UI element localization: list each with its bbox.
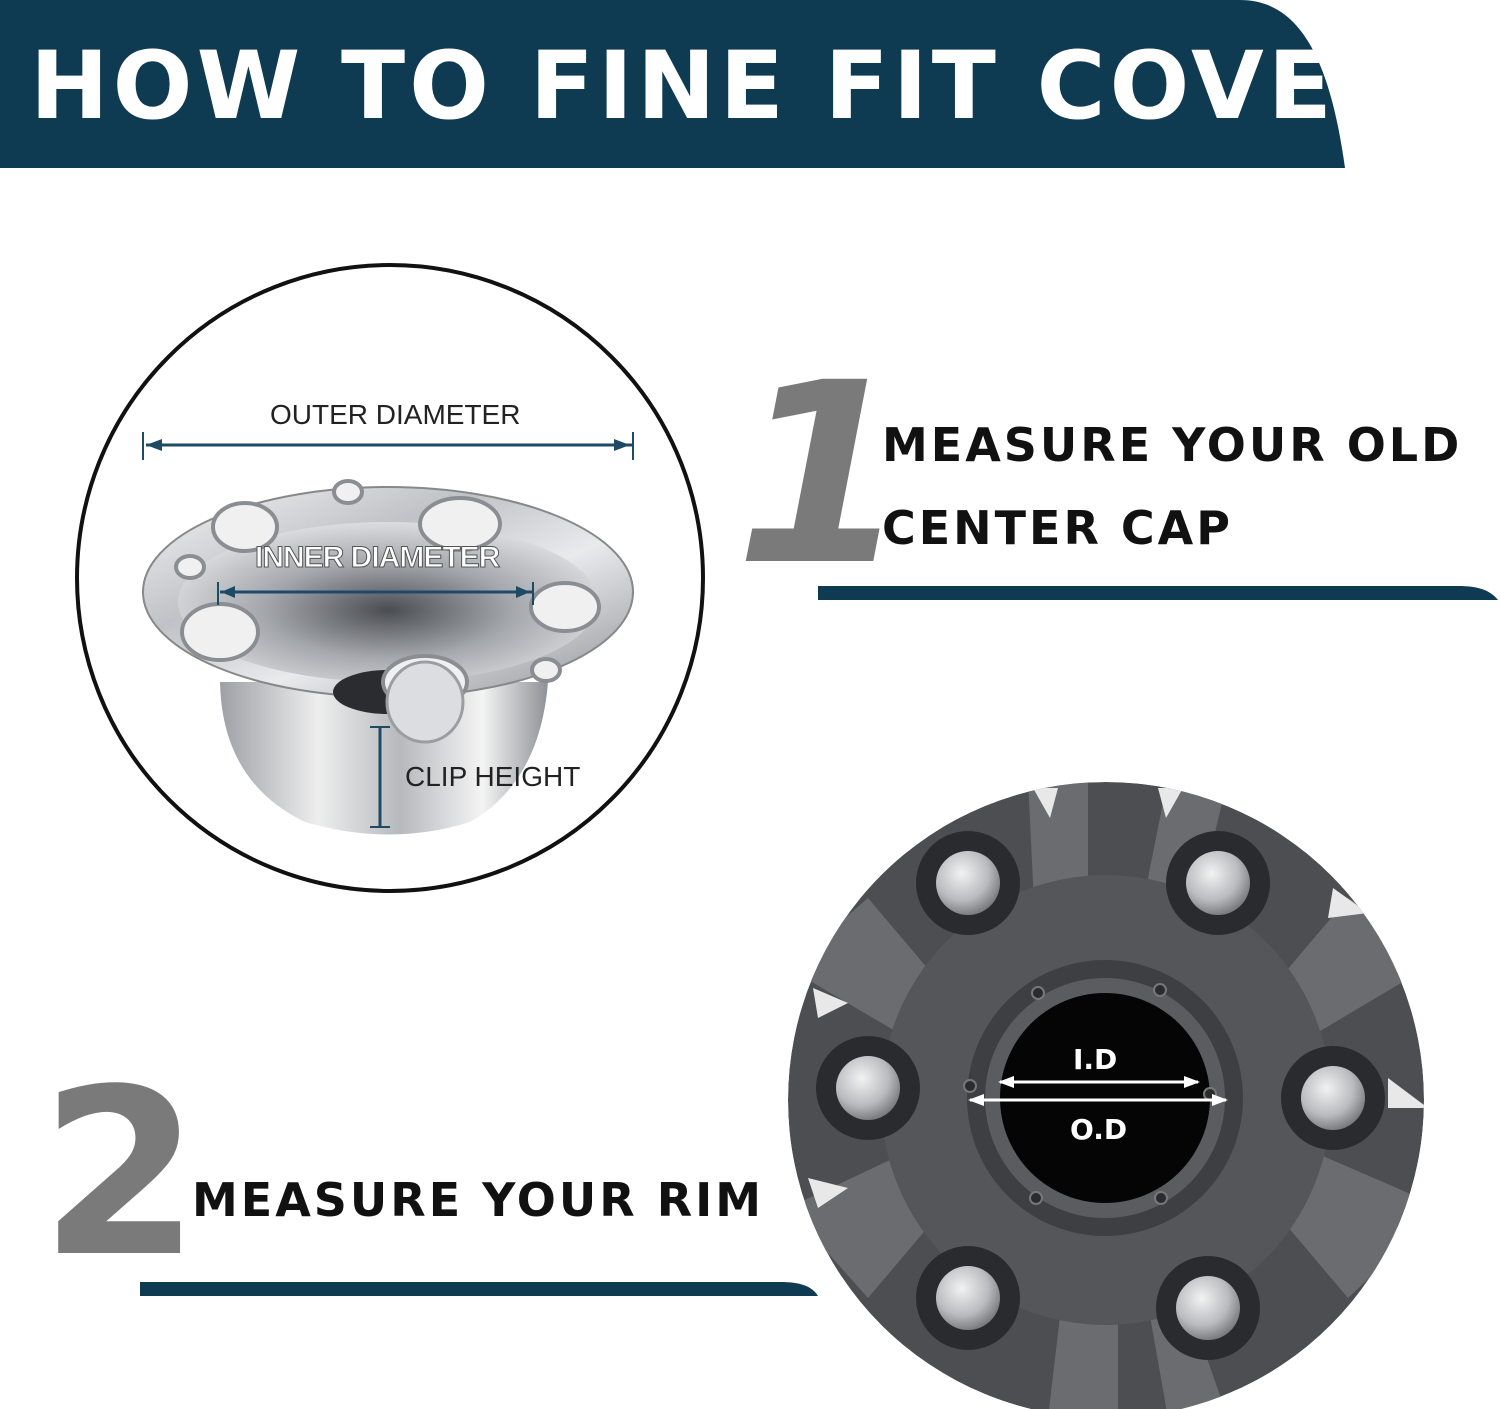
outer-diameter-arrow [142, 432, 634, 460]
rim-illustration [788, 782, 1424, 1409]
step-2-underline [140, 1282, 818, 1296]
header-banner-shape [0, 0, 1345, 168]
clip-height-arrow [370, 726, 390, 828]
step-1-number: 1 [735, 329, 909, 620]
step-1-underline [818, 586, 1498, 600]
outer-diameter-rim-label: O.D [1070, 1113, 1128, 1146]
center-cap-illustration [75, 263, 705, 893]
page-title: HOW TO FINE FIT COVER [30, 32, 1413, 141]
inner-diameter-arrow [217, 582, 534, 605]
step-1-text-line-1: MEASURE YOUR OLD [882, 418, 1463, 472]
step-2-number: 2 [40, 1041, 201, 1308]
outer-diameter-label: OUTER DIAMETER [270, 399, 521, 430]
inner-diameter-label: INNER DIAMETER [255, 541, 501, 575]
header-banner [0, 0, 1500, 170]
step-1-text-line-2: CENTER CAP [882, 501, 1233, 555]
center-cap [142, 479, 634, 835]
clip-height-label: CLIP HEIGHT [405, 761, 581, 792]
step-2-text: MEASURE YOUR RIM [192, 1173, 765, 1227]
inner-diameter-rim-label: I.D [1073, 1043, 1118, 1076]
